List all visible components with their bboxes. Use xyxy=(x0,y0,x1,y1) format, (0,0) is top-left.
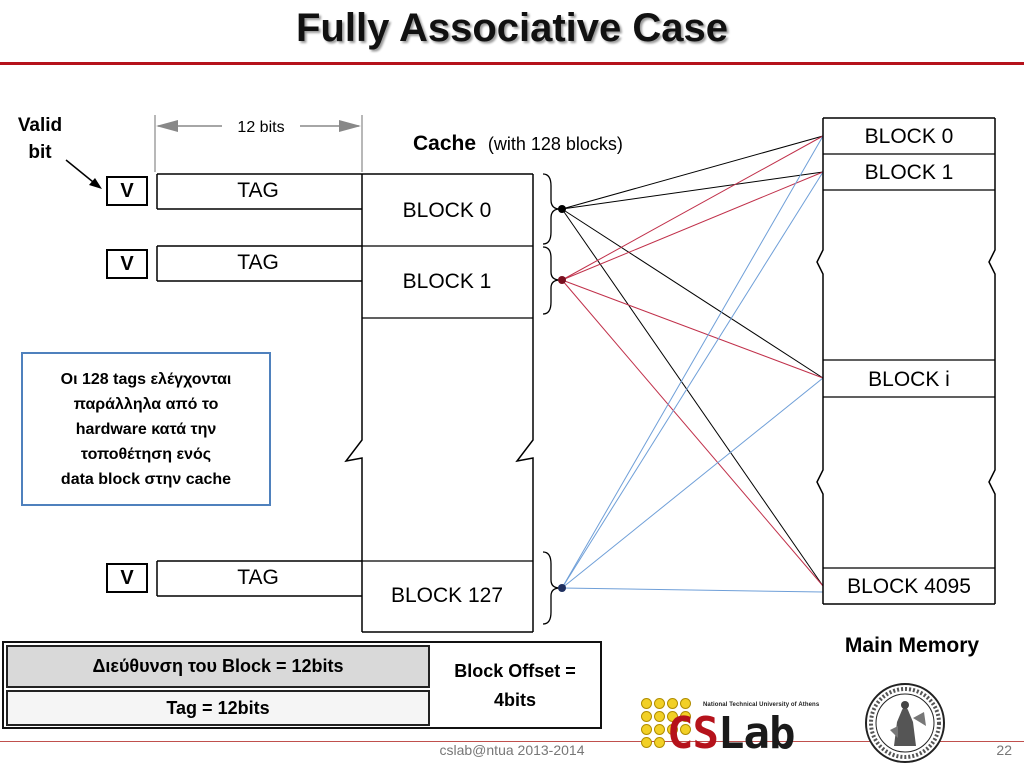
parallel-tag-check-note: Οι 128 tags ελέγχονται παράλληλα από το … xyxy=(21,352,271,506)
mapping-line xyxy=(561,135,824,210)
cache-block-0: BLOCK 0 xyxy=(403,199,492,222)
title-divider xyxy=(0,62,1024,65)
junction-dot xyxy=(558,584,566,592)
brace-block-1 xyxy=(542,246,561,315)
logo-text-lab: Lab xyxy=(717,708,795,759)
address-format-table: Διεύθυνση του Block = 12bits Tag = 12bit… xyxy=(2,641,602,729)
bits-label: 12 bits xyxy=(237,119,284,136)
cache-title: Cache (with 128 blocks) xyxy=(413,132,623,155)
tag-field-1: TAG xyxy=(156,245,362,282)
tag-cell: Tag = 12bits xyxy=(6,690,430,726)
memory-title: Main Memory xyxy=(845,634,980,657)
ntua-seal-icon xyxy=(865,683,945,763)
mapping-line xyxy=(561,587,824,593)
memory-block-1: BLOCK 1 xyxy=(865,161,954,184)
cache-title-sub: (with 128 blocks) xyxy=(488,134,623,154)
valid-bit-box: V xyxy=(106,563,148,593)
block-offset-cell: Block Offset = 4bits xyxy=(432,645,598,726)
mapping-line xyxy=(561,171,824,281)
note-line: hardware κατά την xyxy=(75,420,217,438)
tag-label: TAG xyxy=(237,566,279,589)
mapping-line xyxy=(561,135,824,589)
tag-label: TAG xyxy=(237,251,279,274)
memory-block-0: BLOCK 0 xyxy=(865,125,954,148)
footer-rule xyxy=(0,741,1024,742)
mapping-line xyxy=(561,208,824,379)
memory-break-right xyxy=(988,118,996,604)
tag-label: TAG xyxy=(237,179,279,202)
bits-dimension: 12 bits xyxy=(154,115,363,172)
note-line: παράλληλα από το xyxy=(73,395,219,413)
block-offset-line: Block Offset = xyxy=(454,660,576,681)
valid-bit-box: V xyxy=(106,176,148,206)
mapping-line xyxy=(561,279,824,379)
brace-block-0 xyxy=(542,173,561,245)
note-line: τοποθέτηση ενός xyxy=(80,445,212,463)
cache-block-1: BLOCK 1 xyxy=(403,270,492,293)
valid-bit-box: V xyxy=(106,249,148,279)
mapping-line xyxy=(561,377,824,589)
page-number: 22 xyxy=(996,742,1012,758)
logo-text-cs: CS xyxy=(667,708,719,759)
junction-dot xyxy=(558,205,566,213)
tag-field-127: TAG xyxy=(156,560,362,597)
logo-subtitle: National Technical University of Athens xyxy=(703,702,820,708)
valid-label-line: Valid xyxy=(17,115,63,136)
brace-block-127 xyxy=(542,551,561,625)
arrowhead-icon xyxy=(89,178,102,189)
valid-bit-label: Valid bit xyxy=(8,112,72,166)
right-arrow-icon xyxy=(339,120,361,132)
mapping-line xyxy=(561,171,824,589)
cache-column: BLOCK 0 BLOCK 1 BLOCK 127 xyxy=(344,173,534,633)
cache-title-main: Cache xyxy=(413,132,476,155)
tag-field-0: TAG xyxy=(156,173,362,210)
cache-break-left xyxy=(344,174,363,632)
footer-text: cslab@ntua 2013-2014 xyxy=(439,742,585,758)
block-address-cell: Διεύθυνση του Block = 12bits xyxy=(6,645,430,688)
memory-break-left xyxy=(816,118,824,604)
mapping-line xyxy=(561,279,824,587)
mapping-line xyxy=(561,171,824,210)
memory-block-i: BLOCK i xyxy=(868,368,950,391)
left-arrow-icon xyxy=(156,120,178,132)
slide-title: Fully Associative Case xyxy=(295,6,729,50)
cache-block-127: BLOCK 127 xyxy=(391,584,503,607)
mapping-line xyxy=(561,208,824,587)
note-line: data block στην cache xyxy=(60,470,232,488)
cache-break-right xyxy=(515,174,534,632)
mapping-line xyxy=(561,135,824,281)
main-memory-column: BLOCK 0 BLOCK 1 BLOCK i BLOCK 4095 xyxy=(816,117,996,605)
mapping-lines xyxy=(561,135,824,593)
block-offset-line: 4bits xyxy=(493,689,536,710)
junction-dot xyxy=(558,276,566,284)
cslab-logo: CSLab xyxy=(667,712,795,756)
valid-label-line: bit xyxy=(28,142,52,163)
memory-block-4095: BLOCK 4095 xyxy=(847,575,971,598)
note-line: Οι 128 tags ελέγχονται xyxy=(60,370,232,388)
